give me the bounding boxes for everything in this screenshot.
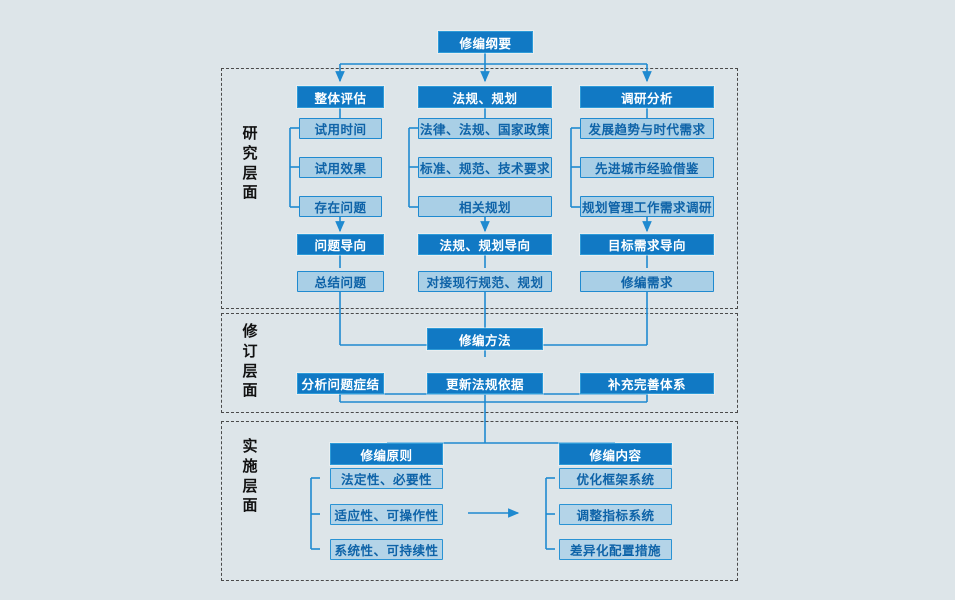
node-revision-item-2[interactable]: 更新法规依据 <box>427 373 543 394</box>
node-research-outcome-3[interactable]: 修编需求 <box>580 271 714 292</box>
node-research-head-1[interactable]: 整体评估 <box>297 86 384 108</box>
node-research-item-3-3[interactable]: 规划管理工作需求调研 <box>580 196 714 217</box>
node-research-item-3-2[interactable]: 先进城市经验借鉴 <box>580 157 714 178</box>
node-research-orientation-1[interactable]: 问题导向 <box>297 234 384 255</box>
section-label-research: 研究层面 <box>242 124 258 202</box>
node-research-item-1-1[interactable]: 试用时间 <box>299 118 382 139</box>
node-implement-item-2-3[interactable]: 差异化配置措施 <box>559 539 672 560</box>
node-research-outcome-2[interactable]: 对接现行规范、规划 <box>418 271 552 292</box>
node-research-outcome-1[interactable]: 总结问题 <box>297 271 384 292</box>
node-revision-item-1[interactable]: 分析问题症结 <box>297 373 384 394</box>
node-revision-item-3[interactable]: 补充完善体系 <box>580 373 714 394</box>
section-label-revision: 修订层面 <box>242 322 258 400</box>
node-research-item-1-3[interactable]: 存在问题 <box>299 196 382 217</box>
section-research <box>221 68 738 309</box>
node-revision-head[interactable]: 修编方法 <box>427 328 543 350</box>
node-research-item-2-3[interactable]: 相关规划 <box>418 196 552 217</box>
node-research-item-2-2[interactable]: 标准、规范、技术要求 <box>418 157 552 178</box>
node-implement-head-2[interactable]: 修编内容 <box>559 443 672 465</box>
node-research-orientation-3[interactable]: 目标需求导向 <box>580 234 714 255</box>
node-implement-item-2-1[interactable]: 优化框架系统 <box>559 468 672 489</box>
node-implement-head-1[interactable]: 修编原则 <box>330 443 443 465</box>
section-label-implement: 实施层面 <box>242 437 258 515</box>
section-revision <box>221 313 738 413</box>
node-research-item-1-2[interactable]: 试用效果 <box>299 157 382 178</box>
node-root[interactable]: 修编纲要 <box>438 31 533 53</box>
node-implement-item-1-2[interactable]: 适应性、可操作性 <box>330 504 443 525</box>
section-implement <box>221 421 738 581</box>
node-research-orientation-2[interactable]: 法规、规划导向 <box>418 234 552 255</box>
node-research-head-3[interactable]: 调研分析 <box>580 86 714 108</box>
node-research-head-2[interactable]: 法规、规划 <box>418 86 552 108</box>
node-implement-item-2-2[interactable]: 调整指标系统 <box>559 504 672 525</box>
node-research-item-2-1[interactable]: 法律、法规、国家政策 <box>418 118 552 139</box>
node-implement-item-1-1[interactable]: 法定性、必要性 <box>330 468 443 489</box>
node-research-item-3-1[interactable]: 发展趋势与时代需求 <box>580 118 714 139</box>
node-implement-item-1-3[interactable]: 系统性、可持续性 <box>330 539 443 560</box>
